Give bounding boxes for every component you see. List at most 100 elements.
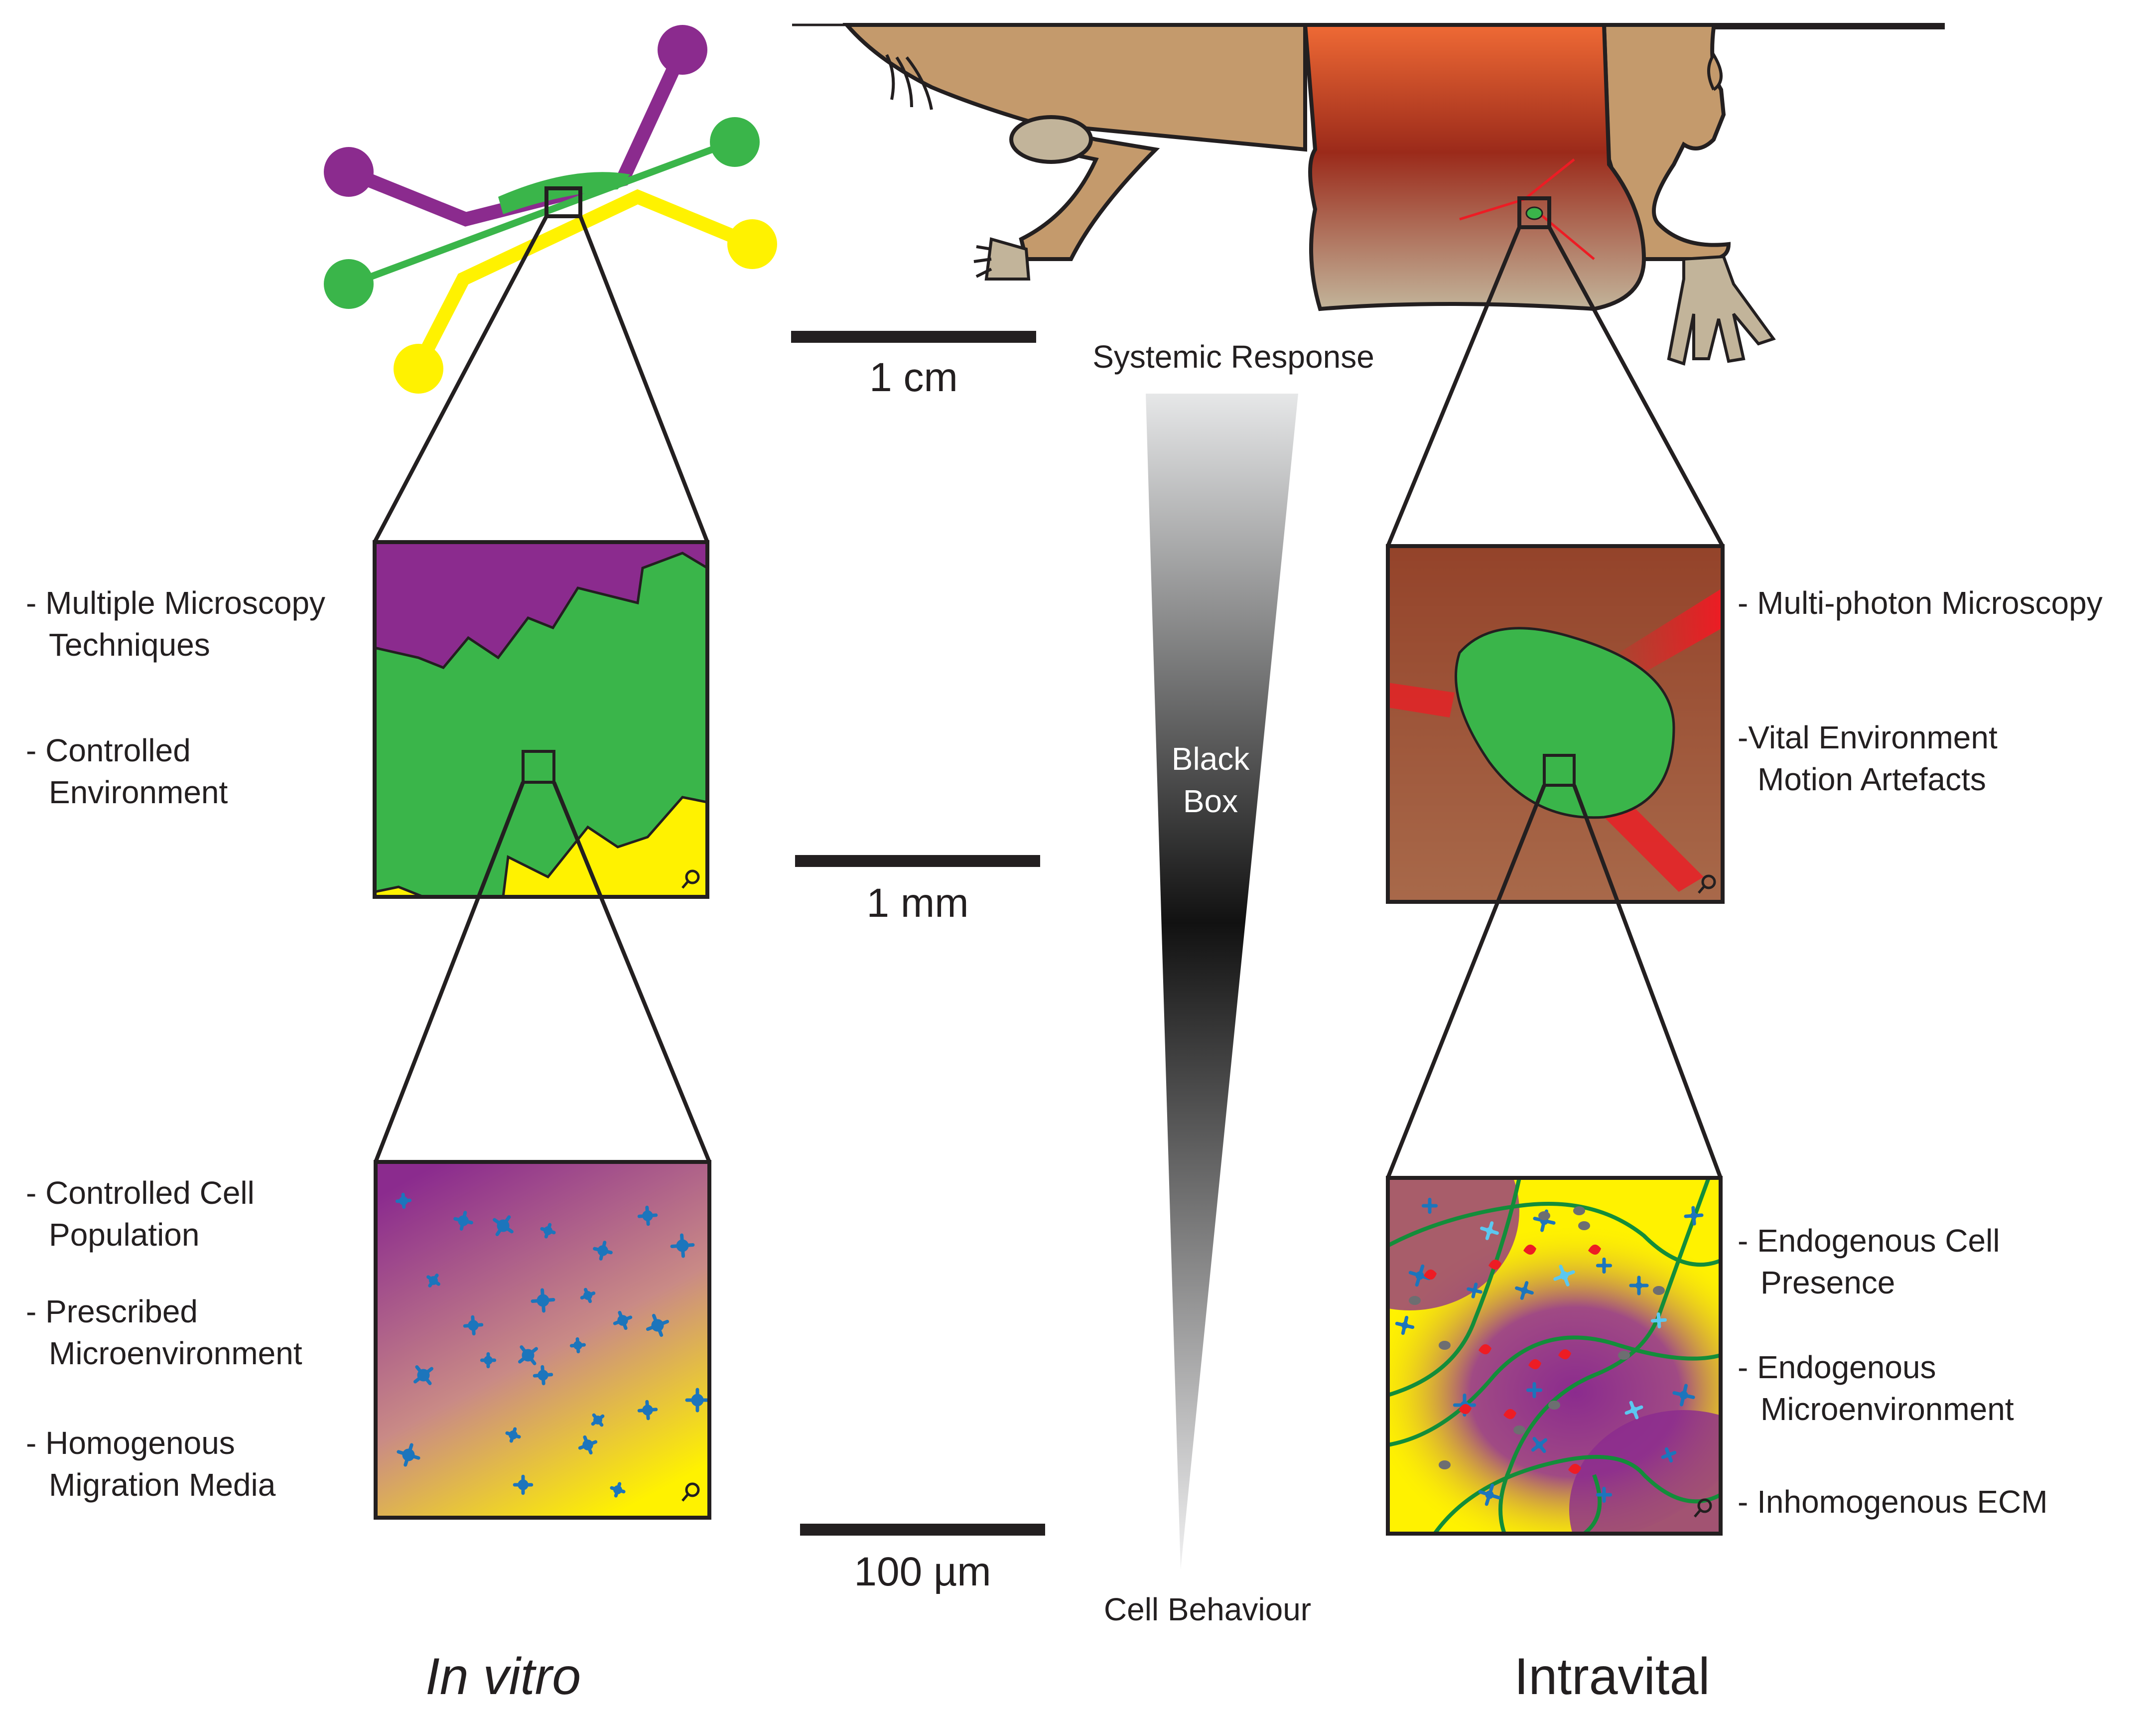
gradient-top-label: Systemic Response bbox=[1092, 339, 1374, 375]
grey-cell-glyph bbox=[1573, 1206, 1585, 1215]
cell-glyph bbox=[1480, 1221, 1499, 1240]
cell-glyph bbox=[1526, 1382, 1543, 1399]
cell-glyph bbox=[1679, 1391, 1688, 1400]
cell-glyph bbox=[1624, 1401, 1643, 1420]
grey-cell-glyph bbox=[1618, 1351, 1630, 1360]
cell-glyph bbox=[1656, 1317, 1662, 1323]
scale-bar-um: 100 µm bbox=[800, 1524, 1045, 1594]
grey-cell-glyph bbox=[1578, 1221, 1590, 1230]
cell-glyph bbox=[597, 1245, 608, 1256]
cell-glyph bbox=[1596, 1486, 1613, 1503]
grey-cell-glyph bbox=[1538, 1211, 1550, 1220]
scale-bar-label: 1 mm bbox=[867, 880, 969, 926]
cell-glyph bbox=[573, 1341, 582, 1350]
zoom-lines-right-top bbox=[1386, 226, 1725, 547]
cell-glyph bbox=[537, 1294, 549, 1307]
cell-glyph bbox=[1521, 1287, 1528, 1294]
note-line: - Endogenous bbox=[1738, 1349, 1936, 1385]
cell-glyph bbox=[1486, 1227, 1493, 1234]
cell-glyph bbox=[582, 1439, 593, 1450]
panel-in-vitro-um bbox=[374, 1160, 711, 1520]
note-line: Environment bbox=[49, 774, 228, 810]
note-line: - Prescribed bbox=[26, 1293, 198, 1329]
cell-glyph bbox=[593, 1416, 602, 1425]
cell-glyph bbox=[1395, 1315, 1415, 1335]
red-cell-glyph bbox=[1568, 1463, 1581, 1474]
cell-glyph bbox=[642, 1210, 653, 1221]
cell-glyph bbox=[642, 1405, 653, 1416]
note-line: - Controlled Cell bbox=[26, 1175, 255, 1211]
red-cell-glyph bbox=[1528, 1359, 1541, 1370]
in-vitro-notes: - Multiple Microscopy Techniques - Contr… bbox=[26, 585, 325, 1503]
note-line: - Multiple Microscopy bbox=[26, 585, 325, 621]
red-cell-glyph bbox=[1479, 1344, 1491, 1355]
note-line: Microenvironment bbox=[49, 1335, 302, 1371]
black-box-label-line1: Black bbox=[1172, 741, 1250, 777]
note-line: Population bbox=[49, 1217, 199, 1253]
cell-glyph bbox=[543, 1226, 552, 1235]
cell-glyph bbox=[1661, 1447, 1677, 1463]
intravital-notes: - Multi-photon Microscopy -Vital Environ… bbox=[1738, 585, 2103, 1520]
cell-glyph bbox=[1485, 1490, 1494, 1499]
cell-glyph bbox=[1596, 1257, 1613, 1274]
red-cell-glyph bbox=[1424, 1269, 1437, 1280]
cell-glyph bbox=[497, 1219, 510, 1232]
cell-glyph bbox=[1560, 1271, 1569, 1280]
grey-cell-glyph bbox=[1548, 1401, 1560, 1410]
cell-glyph bbox=[1401, 1322, 1408, 1329]
cell-glyph bbox=[1684, 1206, 1704, 1226]
cell-glyph bbox=[1553, 1265, 1575, 1286]
cell-glyph bbox=[1472, 1287, 1478, 1293]
mouse-icon bbox=[792, 23, 1945, 366]
cell-glyph bbox=[1531, 1387, 1537, 1393]
grey-cell-glyph bbox=[1439, 1460, 1451, 1469]
zoom-lines-right-bottom bbox=[1386, 784, 1723, 1179]
zoom-lines-left-bottom bbox=[374, 781, 711, 1163]
cell-glyph bbox=[522, 1349, 535, 1362]
cell-glyph bbox=[1536, 1441, 1543, 1448]
cell-glyph bbox=[1666, 1452, 1672, 1458]
grey-cell-glyph bbox=[1409, 1296, 1421, 1305]
cell-glyph bbox=[468, 1320, 479, 1331]
gradient-bottom-label: Cell Behaviour bbox=[1104, 1591, 1311, 1627]
cell-glyph bbox=[1630, 1407, 1637, 1414]
cell-glyph bbox=[1467, 1283, 1482, 1298]
note-line: -Vital Environment bbox=[1738, 719, 1998, 755]
cell-glyph bbox=[1601, 1492, 1607, 1498]
cell-glyph bbox=[484, 1356, 493, 1365]
cell-glyph bbox=[509, 1430, 518, 1439]
cell-glyph bbox=[429, 1276, 438, 1285]
cell-glyph bbox=[676, 1239, 689, 1252]
note-line: - Multi-photon Microscopy bbox=[1738, 585, 2103, 621]
cell-glyph bbox=[1531, 1436, 1548, 1453]
magnifier-icon bbox=[1698, 874, 1716, 894]
note-line: - Homogenous bbox=[26, 1425, 235, 1461]
red-cell-glyph bbox=[1523, 1244, 1536, 1255]
note-line: Techniques bbox=[49, 627, 210, 663]
cell-glyph bbox=[399, 1196, 408, 1205]
panel-intravital-um bbox=[1386, 1176, 1723, 1536]
scale-bar-label: 100 µm bbox=[854, 1549, 991, 1594]
cell-glyph bbox=[1415, 1271, 1424, 1280]
cell-glyph bbox=[518, 1479, 529, 1490]
note-line: - Inhomogenous ECM bbox=[1738, 1484, 2048, 1520]
cell-glyph bbox=[1408, 1264, 1431, 1287]
magnifier-icon bbox=[681, 869, 700, 889]
red-cell-glyph bbox=[1588, 1244, 1601, 1255]
black-box-label-line2: Box bbox=[1183, 783, 1238, 819]
cell-glyph bbox=[617, 1315, 628, 1326]
cell-glyph bbox=[651, 1319, 664, 1332]
note-line: Microenvironment bbox=[1760, 1391, 2014, 1427]
panel-in-vitro-mm bbox=[373, 540, 709, 899]
cell-glyph bbox=[1690, 1212, 1697, 1219]
in-vitro-title: In vitro bbox=[425, 1648, 581, 1706]
note-line: Presence bbox=[1760, 1265, 1895, 1300]
cell-glyph bbox=[1672, 1384, 1695, 1407]
cell-glyph bbox=[1629, 1276, 1649, 1295]
cell-glyph bbox=[613, 1485, 622, 1494]
cell-glyph bbox=[1421, 1197, 1438, 1214]
scale-bar-label: 1 cm bbox=[869, 355, 958, 400]
cell-glyph bbox=[1650, 1312, 1667, 1329]
cell-glyph bbox=[1427, 1203, 1433, 1209]
cell-glyph bbox=[1635, 1282, 1642, 1289]
